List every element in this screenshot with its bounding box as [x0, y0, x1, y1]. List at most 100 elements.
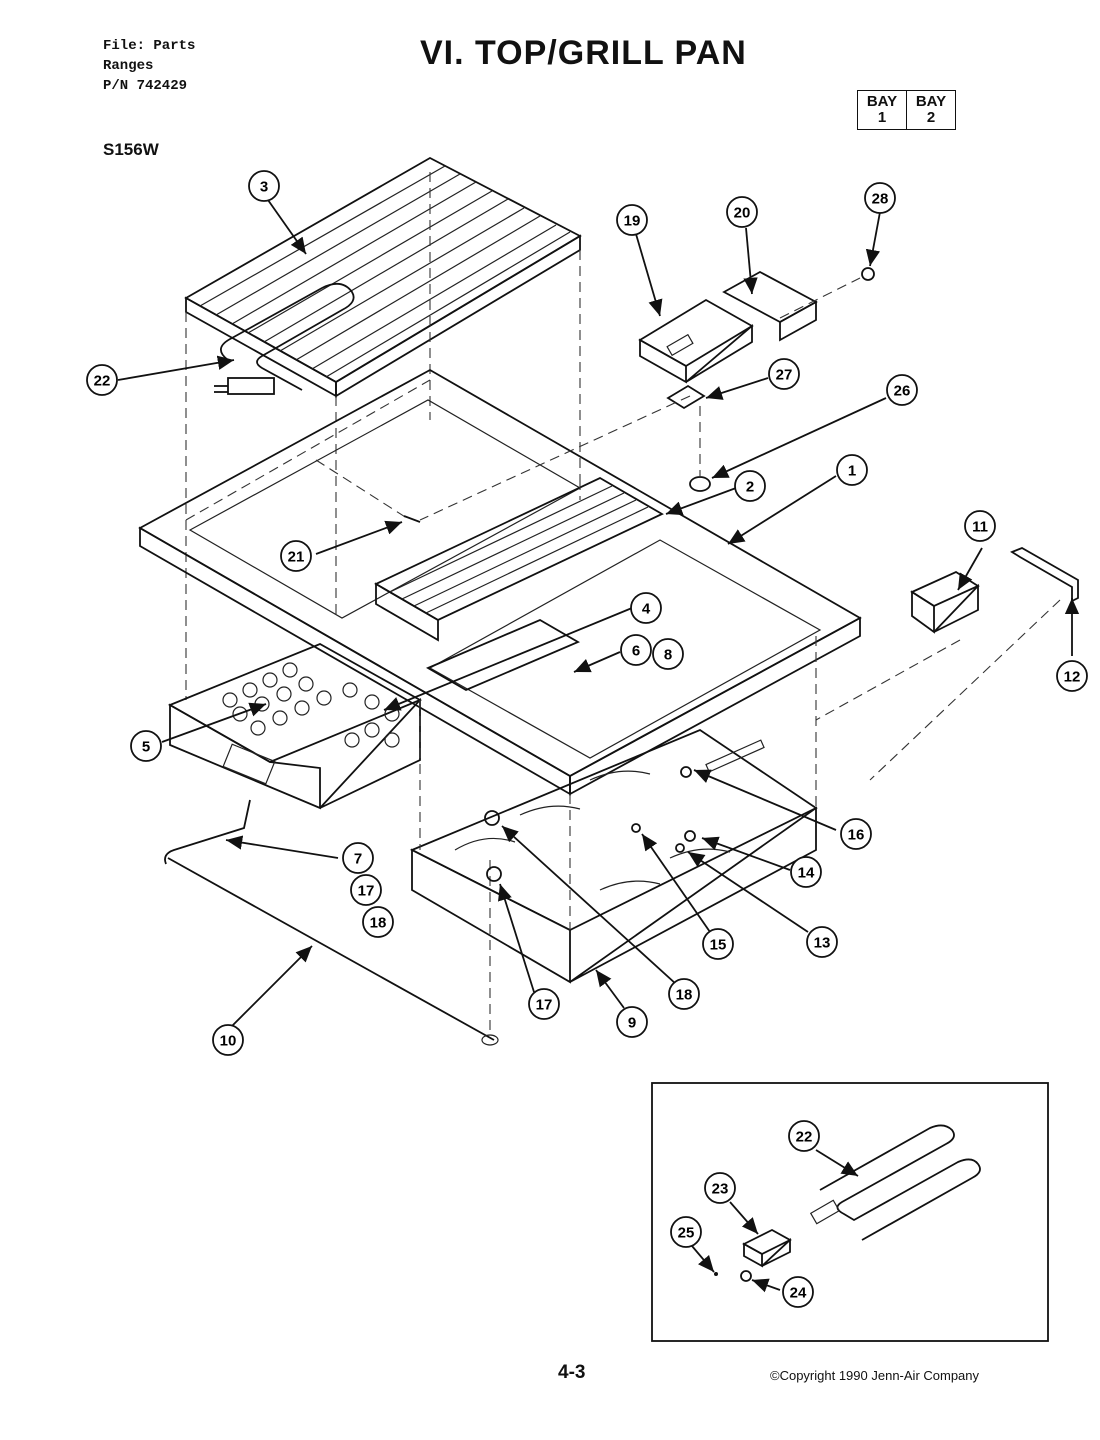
page-title: VI. TOP/GRILL PAN [420, 34, 747, 72]
callout-label: 17 [358, 883, 375, 900]
callout-label: 28 [872, 191, 889, 208]
control-switch-assembly [638, 298, 754, 384]
callout-6: 6 [620, 634, 652, 666]
nut-14 [684, 830, 696, 842]
callout-4: 4 [630, 592, 662, 624]
callout-18: 18 [362, 906, 394, 938]
callout-20: 20 [726, 196, 758, 228]
copyright-notice: ©Copyright 1990 Jenn-Air Company [770, 1368, 980, 1383]
callout-label: 10 [220, 1033, 237, 1050]
callout-label: 3 [260, 179, 268, 196]
callout-label: 15 [710, 937, 727, 954]
inset-callout-25: 25 [670, 1216, 702, 1248]
callout-label: 17 [536, 997, 553, 1014]
grill-grate-upper [184, 156, 582, 398]
rod-end [481, 1034, 499, 1046]
callout-label: 19 [624, 213, 641, 230]
inset-box [651, 1082, 1049, 1342]
terminal-bracket [1010, 547, 1079, 603]
mounting-bracket-side [779, 300, 817, 342]
page-number: 4-3 [558, 1362, 586, 1383]
inset-callout-22: 22 [788, 1120, 820, 1152]
callout-label: 16 [848, 827, 865, 844]
callout-label: 14 [798, 865, 815, 882]
inset-heating-element [809, 1124, 981, 1241]
callout-7: 7 [342, 842, 374, 874]
category-label: Ranges [103, 58, 154, 74]
callout-label: 2 [746, 479, 754, 496]
bay-2-number: 2 [926, 109, 936, 126]
part-number-label: P/N 742429 [103, 78, 188, 94]
callout-11: 11 [964, 510, 996, 542]
inset-callout-label: 25 [678, 1225, 695, 1242]
callout-label: 12 [1064, 669, 1081, 686]
inset-pin-25 [714, 1272, 718, 1276]
callout-21: 21 [280, 540, 312, 572]
bay-1-label: BAY [866, 93, 898, 110]
bay-2: BAY 2 [906, 91, 955, 129]
callout-label: 26 [894, 383, 911, 400]
callout-22: 22 [86, 364, 118, 396]
callout-label: 11 [972, 519, 988, 536]
inset-callout-24: 24 [782, 1276, 814, 1308]
callout-13: 13 [806, 926, 838, 958]
callout-label: 4 [642, 601, 651, 618]
bay-1: BAY 1 [858, 91, 906, 129]
leader-lines [117, 199, 1080, 1029]
callout-8: 8 [652, 638, 684, 670]
mounting-bracket [722, 270, 818, 324]
callout-10: 10 [212, 1024, 244, 1056]
callout-18: 18 [668, 978, 700, 1010]
callout-15: 15 [702, 928, 734, 960]
callout-label: 5 [142, 739, 150, 756]
washer-13 [675, 843, 685, 853]
callout-14: 14 [790, 856, 822, 888]
bolt-21 [403, 515, 421, 523]
inset-callout-label: 24 [790, 1285, 807, 1302]
callout-label: 21 [288, 549, 305, 566]
fastener-18 [484, 810, 500, 826]
grill-pan [409, 728, 818, 984]
callout-label: 27 [776, 367, 793, 384]
inset-screw-24 [740, 1270, 752, 1282]
inset-callout-23: 23 [704, 1172, 736, 1204]
screw-15 [631, 823, 641, 833]
support-rod [167, 857, 495, 1041]
receptacle-block [910, 570, 980, 634]
callout-26: 26 [886, 374, 918, 406]
callout-5: 5 [130, 730, 162, 762]
callout-9: 9 [616, 1006, 648, 1038]
callout-label: 13 [814, 935, 831, 952]
bay-2-label: BAY [915, 93, 947, 110]
clip-27 [666, 384, 706, 410]
document-meta: File: Parts Ranges P/N 742429 [103, 36, 195, 96]
model-label: S156W [103, 140, 159, 159]
callout-label: 18 [370, 915, 387, 932]
bay-box: BAY 1 BAY 2 [857, 90, 956, 130]
grill-grate-lower [374, 476, 664, 642]
callout-19: 19 [616, 204, 648, 236]
pan-handle [164, 799, 251, 865]
file-label: File: Parts [103, 38, 196, 54]
callout-12: 12 [1056, 660, 1088, 692]
cooktop-frame [138, 368, 862, 796]
clip-16 [680, 766, 692, 778]
phantom-guides-left [185, 172, 581, 700]
callout-2: 2 [734, 470, 766, 502]
drip-tray-rack [425, 618, 581, 692]
knob-26 [689, 476, 711, 492]
callout-label: 18 [676, 987, 693, 1004]
callout-label: 7 [354, 851, 362, 868]
fastener-17 [486, 866, 502, 882]
callout-27: 27 [768, 358, 800, 390]
callout-17: 17 [350, 874, 382, 906]
inset-callout-label: 23 [712, 1181, 729, 1198]
callout-3: 3 [248, 170, 280, 202]
callout-label: 9 [628, 1015, 636, 1032]
callout-label: 20 [734, 205, 751, 222]
callout-label: 22 [94, 373, 111, 390]
callout-17: 17 [528, 988, 560, 1020]
bay-1-number: 1 [877, 109, 887, 126]
